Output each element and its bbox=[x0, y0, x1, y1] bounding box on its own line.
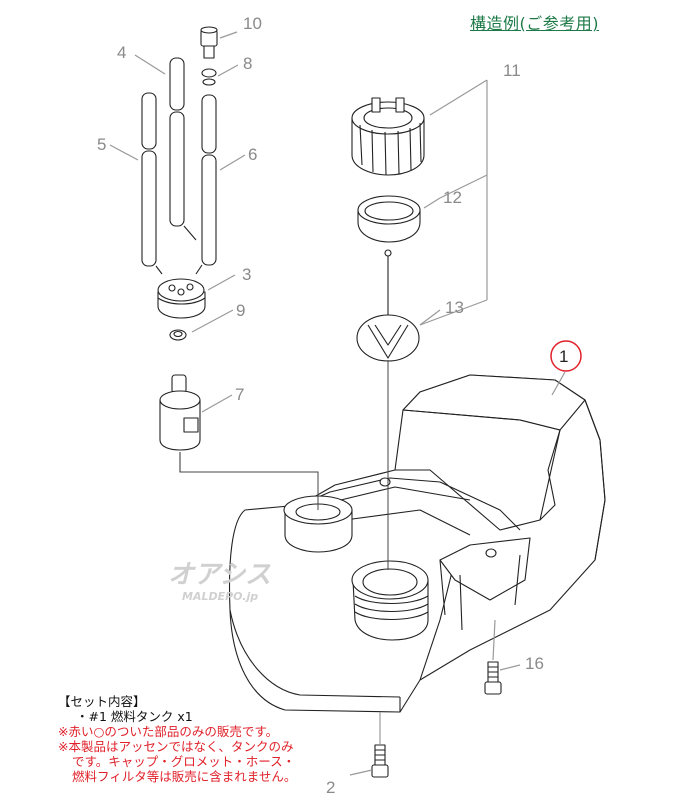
leader-lines bbox=[109, 31, 521, 776]
fuel-strainer-part bbox=[356, 249, 420, 362]
callout-7: 7 bbox=[235, 385, 244, 404]
callout-1: 1 bbox=[559, 347, 568, 366]
callout-4: 4 bbox=[117, 43, 126, 62]
callout-8: 8 bbox=[243, 54, 252, 73]
diagram-title: 構造例(ご参考用) bbox=[470, 14, 599, 33]
fuel-tank-part bbox=[228, 374, 606, 713]
callout-5: 5 bbox=[97, 135, 106, 154]
note-sold-part: ※赤い○のついた部品のみの販売です。 bbox=[58, 724, 279, 739]
callout-13: 13 bbox=[445, 298, 464, 317]
routing-lines bbox=[179, 360, 389, 570]
note-tank-only-1: ※本製品はアッセンではなく、タンクのみ bbox=[58, 739, 294, 754]
cap-gasket-part bbox=[357, 195, 421, 243]
callout-12: 12 bbox=[443, 188, 462, 207]
grommet-part bbox=[157, 278, 206, 319]
fuel-cap-part bbox=[351, 97, 425, 176]
callout-11: 11 bbox=[503, 61, 521, 80]
set-contents-item: ・#1 燃料タンク x1 bbox=[76, 709, 193, 724]
fitting-part bbox=[200, 26, 218, 86]
watermark-logo: オアシス bbox=[168, 560, 271, 590]
watermark: オアシス MALDEPO.jp bbox=[168, 560, 271, 603]
callout-16: 16 bbox=[525, 654, 544, 673]
fuel-filter-part bbox=[159, 374, 201, 472]
highlight-circle bbox=[550, 340, 582, 372]
callout-10: 10 bbox=[243, 14, 262, 33]
screw-part bbox=[371, 661, 502, 778]
watermark-site: MALDEPO.jp bbox=[182, 590, 258, 603]
callout-6: 6 bbox=[248, 145, 257, 164]
notes-block: 【セット内容】 ・#1 燃料タンク x1 ※赤い○のついた部品のみの販売です。 … bbox=[58, 694, 296, 784]
callout-3: 3 bbox=[242, 265, 251, 284]
callout-9: 9 bbox=[236, 301, 245, 320]
small-oring-part bbox=[169, 329, 187, 341]
part-1-leader bbox=[551, 371, 566, 396]
fuel-hoses bbox=[141, 57, 217, 275]
set-contents-header: 【セット内容】 bbox=[58, 694, 146, 709]
callout-2: 2 bbox=[326, 778, 335, 797]
note-tank-only-2: です。キャップ・グロメット・ホース・ bbox=[72, 754, 296, 769]
note-tank-only-3: 燃料フィルタ等は販売に含まれません。 bbox=[72, 769, 297, 784]
